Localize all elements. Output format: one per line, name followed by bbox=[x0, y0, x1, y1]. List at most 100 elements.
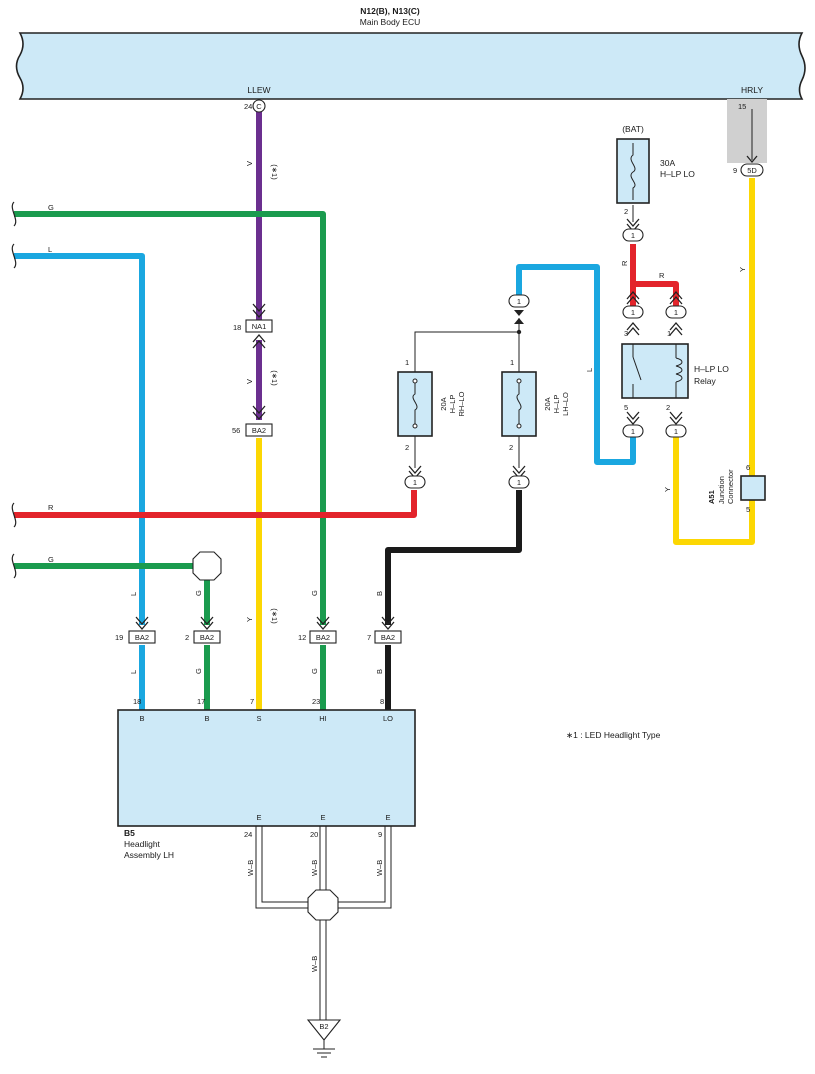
arrow-hrly bbox=[746, 155, 758, 164]
label-star-3: (∗1) bbox=[270, 608, 279, 624]
label-g-hi: G bbox=[310, 590, 319, 596]
fuse-lh-symbol bbox=[516, 383, 522, 424]
na1-box bbox=[245, 319, 273, 333]
label-r: R bbox=[48, 503, 54, 512]
svg-text:BA2: BA2 bbox=[381, 633, 395, 642]
svg-text:3: 3 bbox=[624, 329, 628, 338]
ba2-56-pin: 56 bbox=[232, 426, 240, 435]
na1-arrow-up bbox=[252, 334, 266, 349]
svg-text:19: 19 bbox=[115, 633, 123, 642]
svg-text:1: 1 bbox=[674, 308, 678, 317]
svg-text:B: B bbox=[204, 714, 209, 723]
wire-r bbox=[14, 490, 417, 518]
fuse-rh-rating: 20A bbox=[439, 397, 448, 410]
pin-fuse-main-1 bbox=[622, 228, 644, 242]
fuse-main-pin: 2 bbox=[624, 207, 628, 216]
ba2-56-box bbox=[245, 423, 273, 437]
svg-text:9: 9 bbox=[378, 830, 382, 839]
label-wb-4: W–B bbox=[310, 956, 319, 972]
pin-fuse-lh bbox=[508, 475, 530, 489]
ecu-conn-c bbox=[252, 99, 266, 113]
wire-layer bbox=[14, 112, 755, 710]
ba2-56-label: BA2 bbox=[252, 426, 266, 435]
svg-text:B: B bbox=[139, 714, 144, 723]
wire-tails bbox=[11, 201, 17, 579]
label-wb-2: W–B bbox=[310, 860, 319, 876]
label-l-top: L bbox=[48, 245, 52, 254]
headlight-name1: Headlight bbox=[124, 839, 161, 849]
svg-text:17: 17 bbox=[197, 697, 205, 706]
conn-5d-label: 5D bbox=[747, 166, 757, 175]
jc-name1: Junction bbox=[717, 476, 726, 504]
ground-wires bbox=[255, 826, 392, 1020]
label-b-lo2: B bbox=[375, 669, 384, 674]
wire-y-relay bbox=[673, 437, 755, 545]
ba2-56-arrow bbox=[252, 405, 266, 420]
fuse-lh-name1: H–LP bbox=[552, 395, 561, 414]
label-y-hrly: Y bbox=[738, 267, 747, 272]
label-g-top: G bbox=[48, 203, 54, 212]
fuse-main-name: H–LP LO bbox=[660, 169, 695, 179]
pin-l-top bbox=[508, 294, 530, 308]
svg-text:2: 2 bbox=[666, 403, 670, 412]
svg-text:1: 1 bbox=[667, 329, 671, 338]
fuse-main-symbol bbox=[630, 143, 636, 200]
label-l-b2: L bbox=[129, 670, 138, 674]
na1-label: NA1 bbox=[252, 322, 267, 331]
ground-code: B2 bbox=[319, 1022, 328, 1031]
wire-r-relay-2 bbox=[630, 281, 679, 306]
na1-pin: 18 bbox=[233, 323, 241, 332]
svg-text:1: 1 bbox=[674, 427, 678, 436]
fuse-lh-pin1: 1 bbox=[510, 358, 514, 367]
label-l-bottom: L bbox=[129, 592, 138, 596]
ecu-pin-llew: 24 bbox=[244, 102, 252, 111]
label-g-lower: G bbox=[48, 555, 54, 564]
label-g-b2: G bbox=[194, 668, 203, 674]
fuse-rh-symbol bbox=[412, 383, 418, 424]
svg-text:6: 6 bbox=[746, 463, 750, 472]
connector-ba2-7: 7 BA2 bbox=[367, 616, 402, 644]
label-b-lo: B bbox=[375, 591, 384, 596]
svg-text:5: 5 bbox=[746, 505, 750, 514]
label-star-1: (∗1) bbox=[270, 164, 279, 180]
svg-text:8: 8 bbox=[380, 697, 384, 706]
relay-name1: H–LP LO bbox=[694, 364, 729, 374]
fuse-lh-rating: 20A bbox=[543, 397, 552, 410]
ecu-conn-c-label: C bbox=[256, 102, 262, 111]
svg-text:18: 18 bbox=[133, 697, 141, 706]
svg-text:S: S bbox=[256, 714, 261, 723]
svg-text:5: 5 bbox=[624, 403, 628, 412]
svg-text:23: 23 bbox=[312, 697, 320, 706]
feed-line-rh bbox=[414, 331, 519, 372]
label-r-relay-2: R bbox=[659, 271, 665, 280]
label-g-junction: G bbox=[194, 590, 203, 596]
relay-h-lp-lo: 1 1 3 1 H–LP LO Relay 5 2 1 1 bbox=[621, 291, 729, 438]
pin-l-top-arrows bbox=[514, 310, 524, 324]
svg-text:1: 1 bbox=[517, 297, 521, 306]
ecu-pin-hrly: 15 bbox=[738, 102, 746, 111]
wire-g-hi bbox=[14, 211, 326, 625]
svg-text:1: 1 bbox=[631, 308, 635, 317]
wire-l-relay bbox=[516, 264, 636, 465]
feed-node bbox=[516, 329, 522, 335]
ecu-pin-hrly-2: 9 bbox=[733, 166, 737, 175]
label-y-s: Y bbox=[245, 617, 254, 622]
svg-text:LO: LO bbox=[383, 714, 393, 723]
svg-text:20: 20 bbox=[310, 830, 318, 839]
svg-text:E: E bbox=[385, 813, 390, 822]
label-star-2: (∗1) bbox=[270, 370, 279, 386]
connector-ba2-19: 19 BA2 bbox=[115, 616, 156, 644]
svg-text:BA2: BA2 bbox=[316, 633, 330, 642]
label-wb-1: W–B bbox=[246, 860, 255, 876]
fuse-main-rating: 30A bbox=[660, 158, 675, 168]
svg-text:1: 1 bbox=[413, 478, 417, 487]
label-v-1: V bbox=[245, 161, 254, 166]
headlight-name2: Assembly LH bbox=[124, 850, 174, 860]
conn-5d bbox=[740, 163, 764, 177]
bat-label: (BAT) bbox=[622, 124, 644, 134]
wire-l-b bbox=[14, 253, 145, 625]
svg-text:7: 7 bbox=[367, 633, 371, 642]
label-r-relay: R bbox=[620, 260, 629, 266]
pin-fuse-rh bbox=[404, 475, 426, 489]
ecu-terminal-llew: LLEW bbox=[247, 85, 270, 95]
